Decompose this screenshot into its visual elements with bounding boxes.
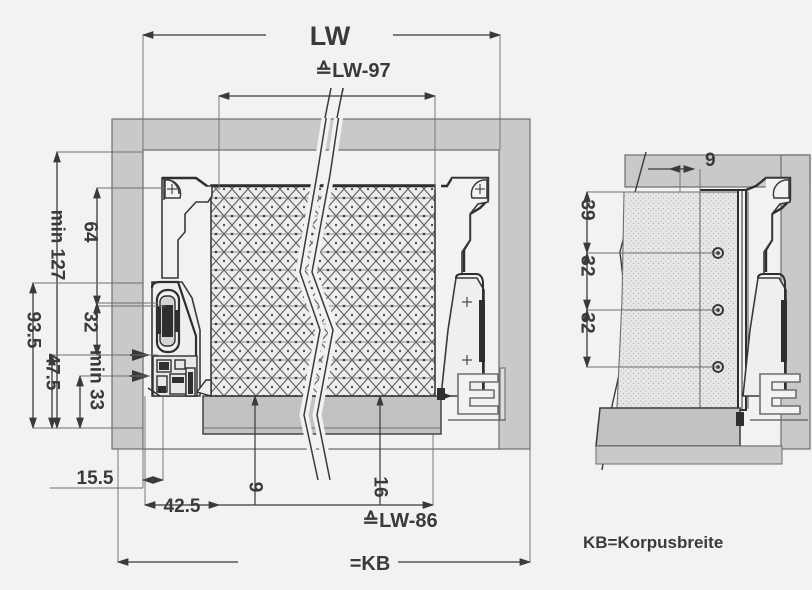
side-dim-label-32-upper: 32 — [577, 255, 598, 276]
dim-label-16-base: 16 — [370, 476, 391, 497]
side-base-block — [595, 407, 783, 465]
dim-64: 64 — [80, 186, 165, 308]
dim-16-base: 16 — [370, 394, 391, 505]
legend-note: KB=Korpusbreite — [583, 533, 723, 552]
dim-kb: =KB — [116, 449, 532, 575]
side-front-panel — [616, 191, 749, 409]
side-dim-32-upper: 32 — [577, 251, 718, 312]
right-runner-assembly — [437, 176, 506, 421]
dim-label-15-5: 15.5 — [77, 468, 114, 489]
break-line — [295, 87, 348, 481]
side-detail-view: 9 39 32 32 KB=Korpusbreite — [577, 150, 811, 552]
dim-label-32: 32 — [80, 311, 101, 332]
dim-label-64: 64 — [80, 221, 101, 243]
side-dim-label-39: 39 — [577, 199, 598, 220]
left-runner-assembly — [130, 176, 213, 397]
dim-15-5: 15.5 — [50, 396, 165, 489]
dim-lw-86: ≙LW-86 — [219, 434, 438, 532]
side-dim-39: 39 — [577, 190, 718, 255]
front-section-view: LW ≙LW-97 min 127 64 93.5 — [23, 21, 532, 575]
dim-label-min-33: min 33 — [86, 350, 107, 410]
dim-label-42-5: 42.5 — [164, 496, 201, 517]
dim-min-33: min 33 — [76, 350, 150, 430]
dim-label-min-127: min 127 — [47, 210, 68, 281]
dim-label-9-base: 9 — [245, 482, 266, 493]
side-dim-label-9: 9 — [705, 150, 716, 171]
dim-label-lw-97: ≙LW-97 — [315, 60, 390, 82]
side-runner-bracket — [742, 273, 808, 421]
dim-9-base: 9 — [245, 394, 266, 505]
dim-42-5: 42.5 — [143, 396, 221, 517]
dim-label-kb: =KB — [350, 553, 391, 575]
dim-lw: LW — [141, 21, 502, 150]
dim-label-lw-86: ≙LW-86 — [362, 510, 437, 532]
side-dim-9: 9 — [648, 150, 716, 192]
slide-rail-profile — [457, 367, 506, 421]
dim-label-47-5: 47.5 — [42, 354, 63, 391]
dim-47-5: 47.5 — [42, 354, 143, 430]
dim-label-lw: LW — [310, 21, 351, 51]
side-mounting-rail — [700, 189, 747, 411]
side-dim-32-lower: 32 — [577, 308, 718, 369]
dim-label-93-5: 93.5 — [23, 312, 44, 349]
side-dim-label-32-lower: 32 — [577, 312, 598, 333]
dim-lw-97: ≙LW-97 — [217, 60, 437, 190]
side-hook-bracket — [745, 176, 792, 274]
